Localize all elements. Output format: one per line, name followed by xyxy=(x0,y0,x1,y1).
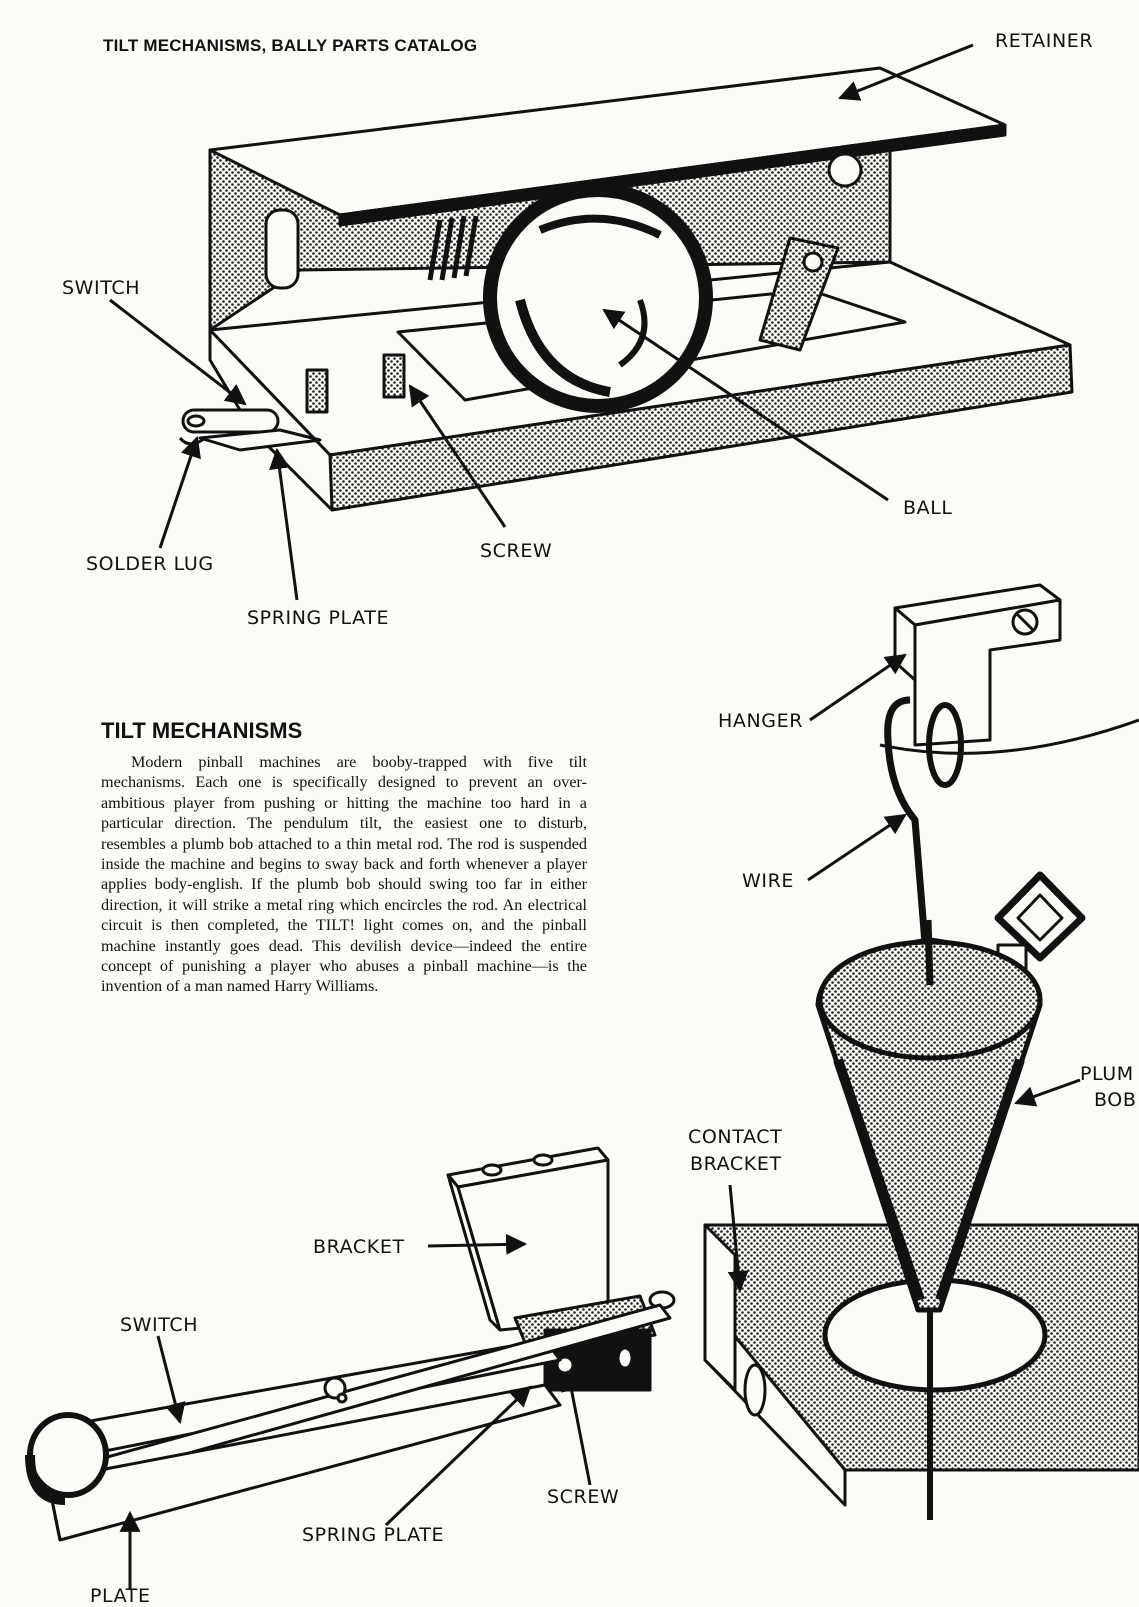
label-contact-bracket-line2: BRACKET xyxy=(690,1153,782,1175)
label-screw-bottom: SCREW xyxy=(547,1486,620,1508)
page-header: TILT MECHANISMS, BALLY PARTS CATALOG xyxy=(103,36,478,55)
pendulum-tilt-drawing xyxy=(703,583,1139,1520)
label-plumb-bob-line2: BOB xyxy=(1094,1089,1137,1111)
label-plate: PLATE xyxy=(90,1585,151,1607)
label-switch-bottom: SWITCH xyxy=(120,1314,199,1336)
leader-arrows xyxy=(109,43,1081,1590)
label-wire: WIRE xyxy=(742,870,794,892)
label-contact-bracket-line1: CONTACT xyxy=(688,1126,783,1148)
label-spring-plate-top: SPRING PLATE xyxy=(247,607,390,629)
label-plumb-bob-line1: PLUM xyxy=(1080,1063,1134,1085)
article-title: TILT MECHANISMS xyxy=(101,718,303,743)
label-hanger: HANGER xyxy=(718,710,804,732)
article-body: Modern pinball machines are booby-trappe… xyxy=(101,753,587,996)
ball-tilt-drawing xyxy=(178,66,1074,512)
label-spring-plate-bottom: SPRING PLATE xyxy=(302,1524,445,1546)
label-ball: BALL xyxy=(903,497,953,519)
label-switch-top: SWITCH xyxy=(62,277,141,299)
label-screw-top: SCREW xyxy=(480,540,553,562)
label-retainer: RETAINER xyxy=(995,30,1094,52)
label-solder-lug: SOLDER LUG xyxy=(86,553,214,575)
label-bracket: BRACKET xyxy=(313,1236,405,1258)
switch-tilt-drawing xyxy=(25,1146,676,1542)
